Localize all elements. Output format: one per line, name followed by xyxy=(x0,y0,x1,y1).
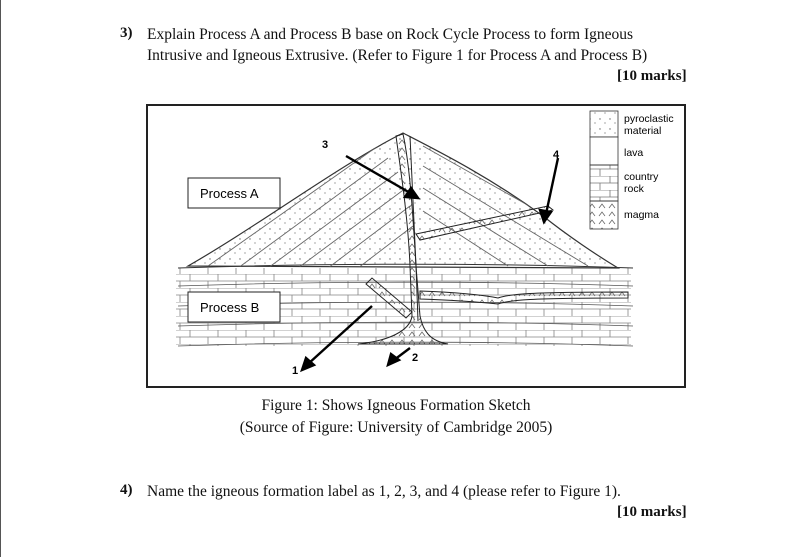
igneous-formation-figure: 3 4 1 2 Process A Process B pyroclastic … xyxy=(146,104,686,388)
figure-sketch: 3 4 1 2 Process A Process B pyroclastic … xyxy=(176,110,674,377)
process-b-label: Process B xyxy=(200,300,259,315)
label-3: 3 xyxy=(322,139,328,151)
question-3-number: 3) xyxy=(120,25,133,41)
question-4-text: Name the igneous formation label as 1, 2… xyxy=(147,483,621,500)
figure-source: (Source of Figure: University of Cambrid… xyxy=(239,419,553,436)
annotation-arrows xyxy=(300,154,560,373)
legend-country-rock-swatch xyxy=(589,164,619,202)
legend-pyroclastic-1: pyroclastic xyxy=(624,113,674,125)
label-1: 1 xyxy=(292,365,298,377)
side-vent-flow xyxy=(415,205,555,241)
process-a-box xyxy=(187,177,281,209)
figure-caption: Figure 1: Shows Igneous Formation Sketch xyxy=(261,397,531,414)
vent-pipe xyxy=(357,133,449,345)
sill xyxy=(419,290,629,305)
process-a-label: Process A xyxy=(200,186,259,201)
legend-lava: lava xyxy=(624,147,643,159)
process-b-box xyxy=(187,291,281,323)
question-3-marks: [10 marks] xyxy=(617,68,687,84)
question-3-line-2: Intrusive and Igneous Extrusive. (Refer … xyxy=(147,47,648,64)
label-4: 4 xyxy=(553,149,560,161)
label-2: 2 xyxy=(412,352,418,364)
legend-magma: magma xyxy=(624,209,659,221)
legend-pyroclastic-2: material xyxy=(624,125,661,137)
legend-country-1: country xyxy=(624,171,659,183)
legend: pyroclastic material lava country rock m… xyxy=(589,110,674,230)
page-left-edge xyxy=(0,0,1,557)
legend-magma-swatch xyxy=(589,200,619,230)
question-3-line-1: Explain Process A and Process B base on … xyxy=(147,26,634,43)
dyke xyxy=(365,277,413,319)
legend-pyroclastic-swatch xyxy=(589,110,619,138)
question-4-number: 4) xyxy=(120,482,133,498)
legend-lava-swatch xyxy=(589,136,619,166)
legend-country-2: rock xyxy=(624,183,645,195)
question-4-marks: [10 marks] xyxy=(617,504,687,520)
